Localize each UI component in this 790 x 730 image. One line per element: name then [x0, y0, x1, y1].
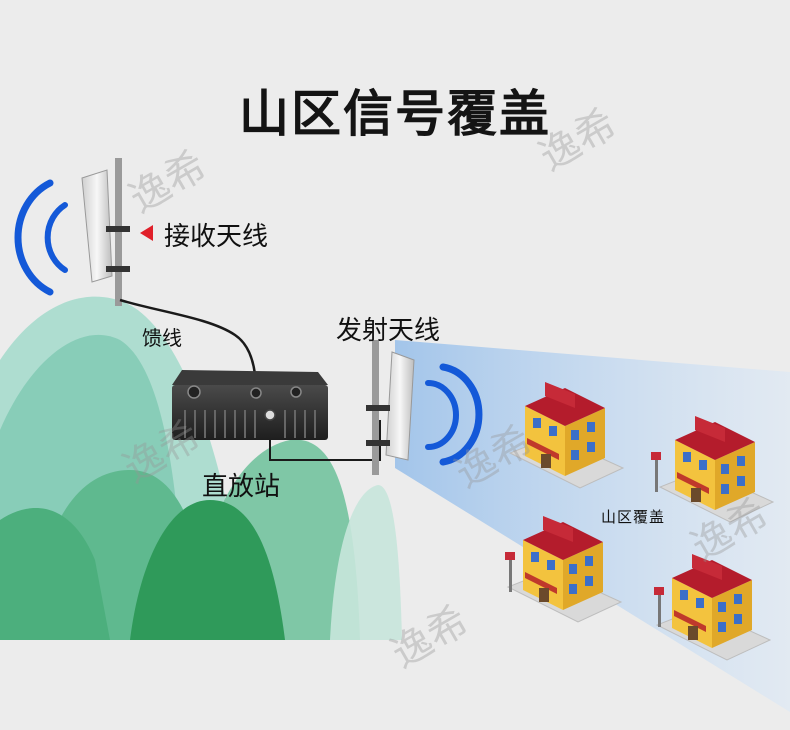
building-3 — [505, 516, 623, 623]
page-title: 山区信号覆盖 — [239, 85, 551, 143]
receive-antenna — [81, 158, 130, 306]
transmit-antenna-panel — [385, 351, 415, 461]
coverage-label: 山区覆盖 — [601, 508, 666, 526]
repeater-body — [172, 385, 328, 440]
receive-signal-waves — [14, 179, 68, 296]
transmit-antenna-label: 发射天线 — [336, 316, 441, 346]
repeater-top — [172, 370, 328, 385]
repeater-port-top — [250, 387, 262, 399]
mountain-front-left — [0, 508, 110, 640]
repeater-port-left — [187, 385, 201, 399]
repeater-label: 直放站 — [202, 472, 281, 502]
repeater-unit — [172, 370, 328, 440]
mountain-front — [130, 500, 285, 640]
mountains — [0, 296, 402, 640]
receive-antenna-label: 接收天线 — [164, 222, 269, 252]
building-1 — [508, 382, 625, 489]
receive-antenna-pointer-icon — [140, 225, 153, 241]
transmit-signal-waves — [425, 363, 483, 466]
mountain-right-hill — [330, 485, 402, 640]
feeder-label: 馈线 — [142, 326, 182, 350]
building-2 — [651, 416, 775, 523]
building-4 — [654, 554, 772, 661]
repeater-port-bottom — [264, 409, 276, 421]
transmit-antenna — [366, 340, 415, 475]
feeder-cable — [119, 298, 258, 393]
receive-antenna-panel — [81, 169, 113, 283]
